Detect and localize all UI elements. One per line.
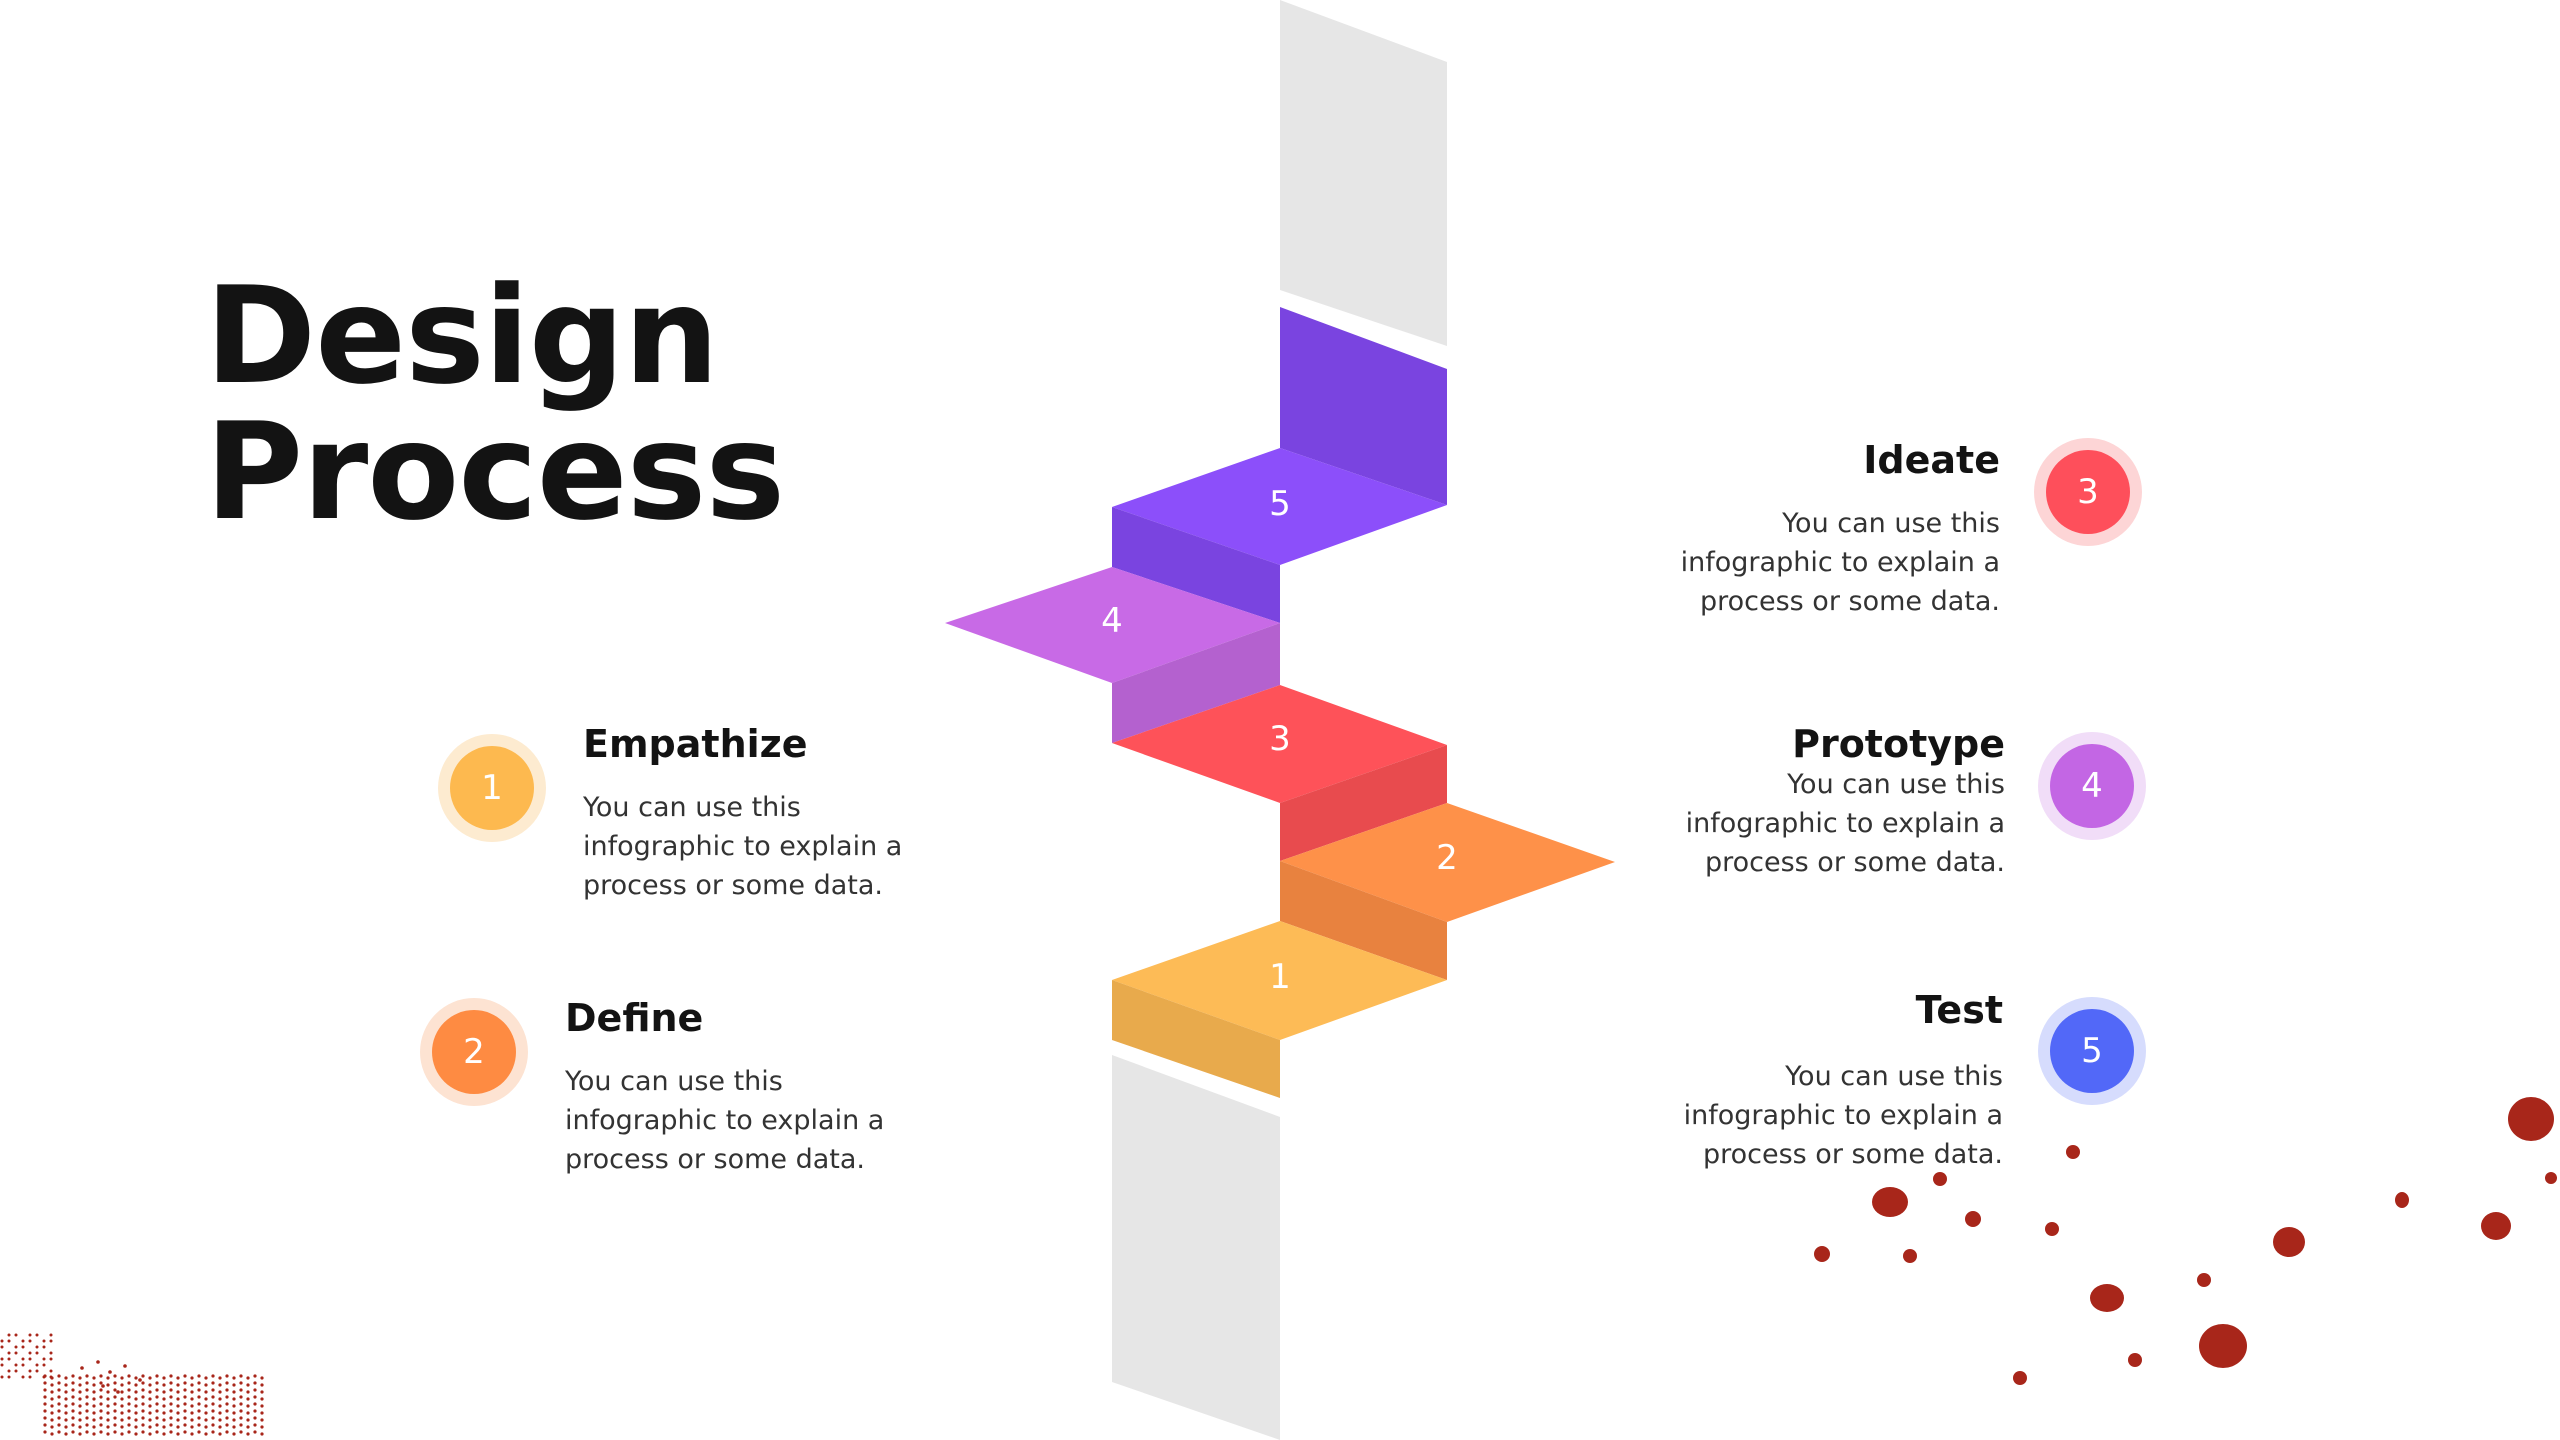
step-1-description: You can use this infographic to explain … xyxy=(583,792,903,901)
pillar-top xyxy=(1280,0,1447,346)
step-1-badge: 1 xyxy=(438,734,546,842)
stair-5-top xyxy=(1112,448,1447,565)
step-4-badge: 4 xyxy=(2038,732,2146,840)
stair-4-number: 4 xyxy=(1101,601,1123,641)
stair-5-front xyxy=(1112,507,1280,623)
step-3-number-circle: 3 xyxy=(2046,450,2130,534)
page-title: Design Process xyxy=(205,258,785,550)
stair-2-top xyxy=(1280,803,1615,922)
stair-3-front xyxy=(1280,745,1447,861)
step-4-number: 4 xyxy=(2081,766,2103,806)
step-1-number-circle: 1 xyxy=(450,746,534,830)
step-3-number: 3 xyxy=(2077,472,2099,512)
stair-2-front xyxy=(1280,861,1447,980)
step-2-description: You can use this infographic to explain … xyxy=(565,1066,885,1175)
stair-1-front xyxy=(1112,980,1280,1098)
step-4-title: Prototype xyxy=(1792,722,2005,766)
stair-1-number: 1 xyxy=(1269,957,1291,997)
step-2-badge: 2 xyxy=(420,998,528,1106)
step-3-description: You can use this infographic to explain … xyxy=(1680,508,2000,617)
step-4-number-circle: 4 xyxy=(2050,744,2134,828)
step-5-number: 5 xyxy=(2081,1031,2103,1071)
step-5-description: You can use this infographic to explain … xyxy=(1683,1061,2003,1170)
step-5-title: Test xyxy=(1915,988,2003,1032)
pillar-bottom xyxy=(1112,1055,1280,1440)
stair-step-1: 1 xyxy=(1112,921,1447,1098)
stair-step-4: 4 xyxy=(945,567,1280,743)
title-line-2: Process xyxy=(205,394,785,550)
title-line-1: Design xyxy=(205,258,719,414)
stair-3-top xyxy=(1112,685,1447,803)
step-2-title: Define xyxy=(565,996,704,1040)
step-1-title: Empathize xyxy=(583,722,808,766)
step-2-number-circle: 2 xyxy=(432,1010,516,1094)
stair-1-top xyxy=(1112,921,1447,1040)
step-3-title: Ideate xyxy=(1863,438,2000,482)
stair-4-front xyxy=(1112,623,1280,743)
stair-step-3: 3 xyxy=(1112,685,1447,861)
step-4-description: You can use this infographic to explain … xyxy=(1685,769,2005,878)
stair-5-back xyxy=(1280,307,1447,505)
step-1-number: 1 xyxy=(481,768,503,808)
stair-4-top xyxy=(945,567,1280,683)
stair-5-number: 5 xyxy=(1269,484,1291,524)
stair-3-number: 3 xyxy=(1269,719,1291,759)
step-5-number-circle: 5 xyxy=(2050,1009,2134,1093)
step-2-number: 2 xyxy=(463,1032,485,1072)
step-5-badge: 5 xyxy=(2038,997,2146,1105)
step-3-badge: 3 xyxy=(2034,438,2142,546)
stair-step-5: 5 xyxy=(1112,307,1447,623)
stair-step-2: 2 xyxy=(1280,803,1615,980)
stair-2-number: 2 xyxy=(1436,838,1458,878)
